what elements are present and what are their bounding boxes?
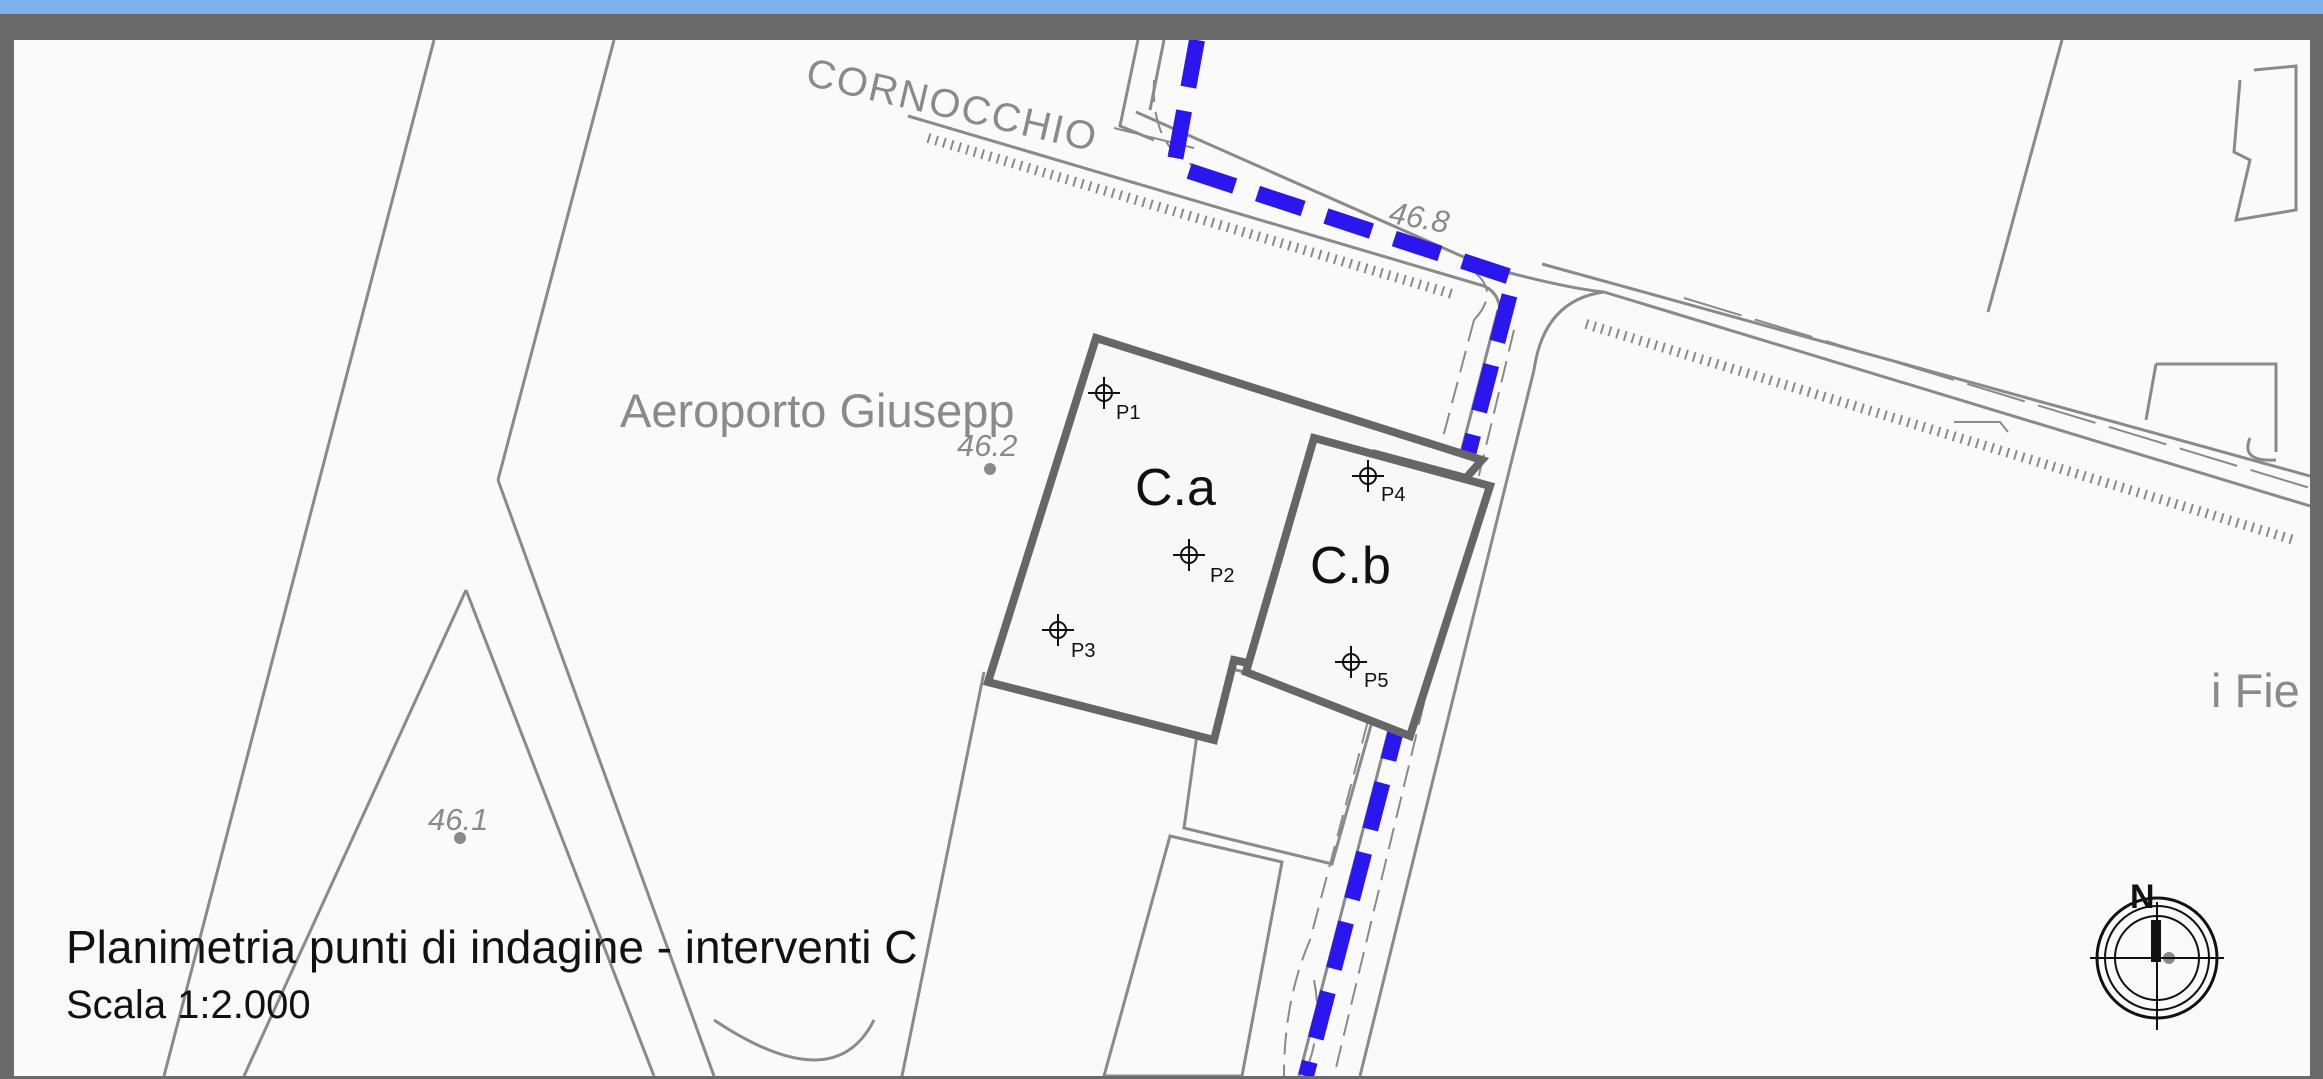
- main-road-edge: [1603, 290, 2310, 508]
- main-road-edge: [1541, 262, 2310, 478]
- access-road-line: [1118, 40, 1155, 142]
- map-drawing: [162, 40, 2310, 1076]
- point-label-p1: P1: [1116, 402, 1141, 424]
- point-label-p2: P2: [1210, 565, 1235, 587]
- main-road-edge: [907, 114, 1485, 288]
- road-edge-line: [496, 479, 716, 1076]
- survey-point-p4: [1352, 460, 1384, 492]
- survey-point-p3: [1042, 614, 1074, 646]
- building-curve: [2246, 437, 2277, 462]
- survey-points: [1042, 377, 1384, 678]
- map-scale: Scala 1:2.000: [66, 983, 311, 1027]
- dashed-road-line: [1473, 271, 1488, 321]
- triangle-parcel-line: [464, 589, 656, 1076]
- survey-point-p1: [1088, 377, 1120, 409]
- north-label: N: [2130, 878, 2155, 916]
- survey-point-p2: [1173, 539, 1205, 571]
- area-ca-label: C.a: [1135, 459, 1216, 517]
- area-cb-outline: [1241, 433, 1496, 742]
- road-edge-line: [496, 40, 616, 481]
- side-road-edge: [1358, 369, 1536, 1076]
- building-outline: [2232, 64, 2298, 222]
- roadside-hatching: [926, 133, 2296, 545]
- elevation-dots: [454, 463, 2175, 964]
- road-junction-curve: [1532, 290, 1605, 371]
- survey-point-p5: [1335, 646, 1367, 678]
- map-frame: CORNOCCHIO Aeroporto Giusepp i Fie 46.8 …: [0, 14, 2323, 1079]
- elevation-label: 46.2: [957, 428, 1018, 463]
- north-arrow-symbol: [2090, 896, 2224, 1030]
- map-canvas[interactable]: CORNOCCHIO Aeroporto Giusepp i Fie 46.8 …: [14, 40, 2310, 1076]
- point-label-p4: P4: [1381, 484, 1406, 506]
- building-outline: [2156, 362, 2278, 452]
- road-edge-line: [162, 40, 436, 1076]
- place-label: Aeroporto Giusepp: [620, 384, 1015, 437]
- elevation-label: 46.1: [428, 802, 489, 837]
- building-line: [2144, 363, 2158, 421]
- point-label-p5: P5: [1364, 670, 1389, 692]
- dashed-road-line: [1683, 297, 2310, 489]
- area-cb-label: C.b: [1310, 537, 1391, 595]
- place-label-2: i Fie: [2211, 664, 2300, 717]
- dashed-road-line: [1283, 939, 1311, 1076]
- road-curve-line: [713, 1018, 876, 1062]
- parcel-outline: [1102, 834, 1284, 1076]
- parcel-line: [1986, 40, 2064, 313]
- road-arrow: [1954, 421, 2009, 433]
- map-title: Planimetria punti di indagine - interven…: [66, 921, 918, 973]
- access-road-line: [1148, 40, 1166, 111]
- base-lines: [162, 40, 2310, 1076]
- point-label-p3: P3: [1071, 640, 1096, 662]
- main-road-edge: [1135, 110, 1485, 268]
- triangle-parcel-line: [242, 589, 468, 1076]
- road-edge-line: [900, 671, 986, 1076]
